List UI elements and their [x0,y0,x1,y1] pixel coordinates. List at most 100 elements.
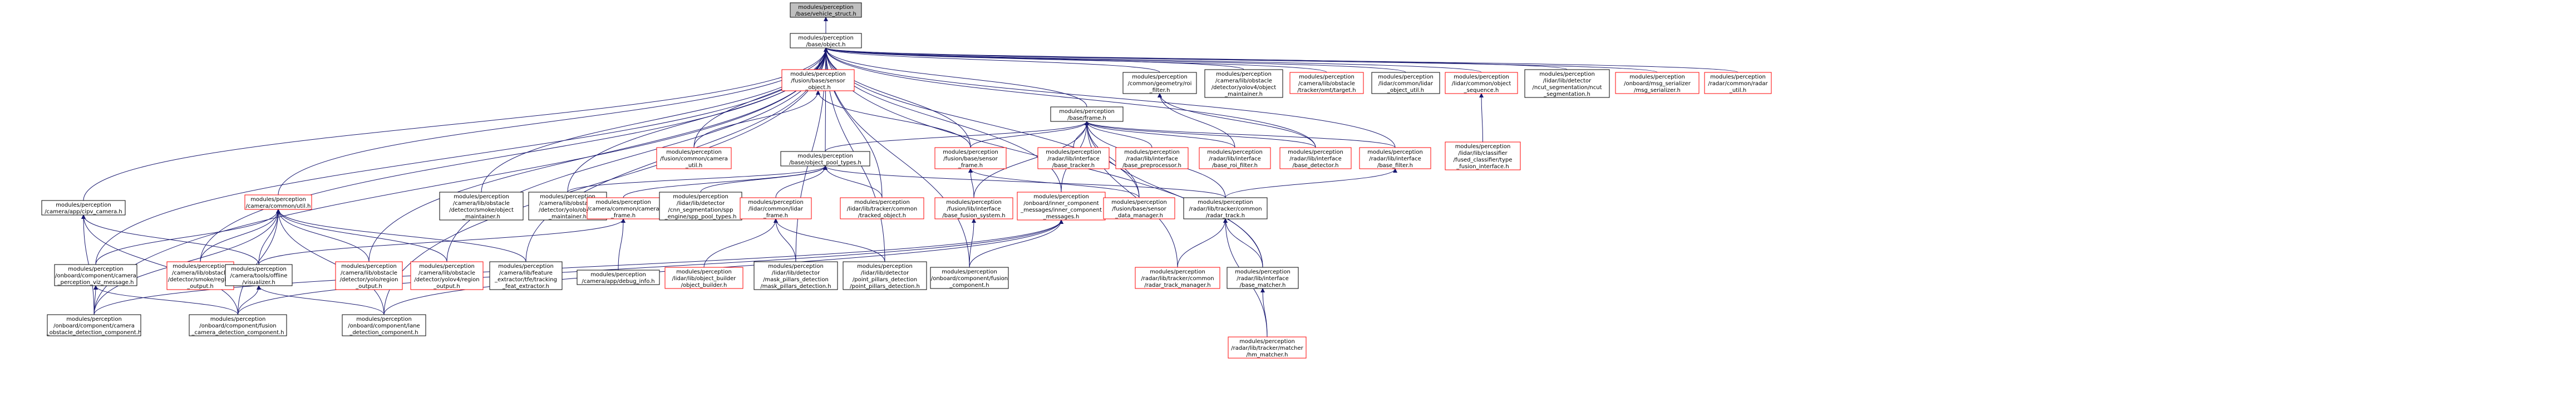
node-cam_common_util[interactable]: modules/perception/camera/common/util.h [244,194,312,210]
edge-perception_viz_msg-to-object_h [95,47,828,265]
node-label-line: _object_util.h [1387,87,1424,94]
node-radar_base_preprocessor[interactable]: modules/perception/radar/lib/interface/b… [1115,147,1189,169]
node-lidar_cnn_seg_types[interactable]: modules/perception/lidar/lib/detector/cn… [659,192,742,221]
node-label-line: /camera/common/util.h [246,203,311,209]
node-label-line: /detector/smoke/object [449,207,514,213]
node-label-line: /base_detector.h [1292,163,1338,169]
node-lidar_mask_pillars[interactable]: modules/perception/lidar/lib/detector/ma… [753,261,838,290]
edge-cam_obstacle_component-to-inner_component_msgs [93,219,1063,315]
edge-fusion_cam_util-to-object_h [693,47,828,148]
node-box [225,264,293,286]
node-label-line: modules/perception [768,263,824,270]
node-box [843,261,927,290]
node-inner_component_msgs[interactable]: modules/perception/onboard/inner_compone… [1017,192,1106,221]
node-radar_track_h[interactable]: modules/perception/radar/lib/tracker/com… [1183,197,1268,219]
node-label-line: modules/perception [1539,71,1595,77]
node-lidar_common_frame[interactable]: modules/perception/lidar/common/lidar_fr… [740,197,812,219]
edge-cam_yolov4_region_output-to-cam_common_util [276,209,447,262]
node-cam_yolov4_maintainer[interactable]: modules/perception/camera/lib/obstacle/d… [1204,69,1283,98]
node-label-line: _frame.h [958,163,983,169]
node-cam_smoke_maintainer[interactable]: modules/perception/camera/lib/obstacle/d… [439,192,524,221]
node-label-line: /camera/lib/obstacle [418,270,475,276]
node-fusion_cam_util[interactable]: modules/perception/fusion/common/camera_… [656,147,732,169]
node-frame_h[interactable]: modules/perception/base/frame.h [1050,106,1124,122]
node-box [934,147,1007,169]
edge-fusion_camera_component-to-cam_visualizer [238,285,261,315]
node-geom_roi_filter[interactable]: modules/perception/common/geometry/roi_f… [1122,72,1197,94]
node-cam_common_frame[interactable]: modules/perception/camera/common/camera_… [587,197,660,219]
node-lidar_point_pillars[interactable]: modules/perception/lidar/lib/detector/po… [843,261,927,290]
node-label-line: modules/perception [798,35,854,41]
edge-fusion_sensor_frame-to-frame_h [970,121,1089,148]
node-object_pool_types[interactable]: modules/perception/base/object_pool_type… [780,151,870,167]
node-label-line: modules/perception [676,269,732,275]
node-box [439,192,524,221]
node-cam_debug_info[interactable]: modules/perception/camera/app/debug_info… [577,270,660,285]
node-fusion_sensor_frame[interactable]: modules/perception/fusion/base/sensor_fr… [934,147,1007,169]
node-lidar_object_builder[interactable]: modules/perception/lidar/lib/object_buil… [664,267,743,289]
node-cam_smoke_region_output[interactable]: modules/perception/camera/lib/obstacle/d… [166,261,234,290]
node-cam_visualizer[interactable]: modules/perception/camera/tools/offline/… [225,264,293,286]
edge-cam_visualizer-to-cam_common_util [258,209,280,265]
node-label-line: _fusion_interface.h [1456,164,1509,170]
node-box [781,69,855,91]
node-radar_base_tracker[interactable]: modules/perception/radar/lib/interface/b… [1037,147,1110,169]
node-label-line: modules/perception [1124,149,1180,155]
node-label-line: _frame.h [610,213,636,219]
node-label-line: /radar/lib/interface [1209,156,1260,162]
node-cam_app_cipv[interactable]: modules/perception/camera/app/cipv_camer… [41,200,126,216]
node-lidar_object_util[interactable]: modules/perception/lidar/common/lidar_ob… [1371,72,1440,94]
node-label-line: /ncut_segmentation/ncut [1532,85,1602,91]
node-box [740,197,812,219]
node-fusion_sensor_object[interactable]: modules/perception/fusion/base/sensor_ob… [781,69,855,91]
edge-cam_smoke_region_output-to-object_h [200,47,828,262]
node-label-line: modules/perception [666,149,722,155]
edge-lidar_common_frame-to-object_pool_types [775,165,828,198]
node-label-line: modules/perception [1378,74,1434,80]
node-label-line: modules/perception [946,199,1002,206]
node-label-line: modules/perception [1455,144,1511,150]
node-box [659,192,742,221]
node-label-line: /camera/tools/offline [230,273,287,279]
node-radar_base_roi_filter[interactable]: modules/perception/radar/lib/interface/b… [1199,147,1271,169]
node-msg_serializer[interactable]: modules/perception/onboard/msg_serialize… [1615,72,1700,94]
node-cam_feature_extractor[interactable]: modules/perception/camera/lib/feature_ex… [489,261,563,290]
node-root[interactable]: modules/perception/base/vehicle_struct.h [790,2,862,18]
node-lane_component[interactable]: modules/perception/onboard/component/lan… [342,314,426,336]
node-perception_viz_msg[interactable]: modules/perception/onboard/component/cam… [54,264,137,286]
node-radar_hm_matcher[interactable]: modules/perception/radar/lib/tracker/mat… [1228,336,1307,359]
node-label-line: /lidar/lib/detector [772,270,820,276]
node-radar_base_filter[interactable]: modules/perception/radar/lib/interface/b… [1359,147,1431,169]
node-lidar_ncut_seg[interactable]: modules/perception/lidar/lib/detector/nc… [1524,69,1610,98]
node-radar_util[interactable]: modules/perception/radar/common/radar_ut… [1704,72,1772,94]
node-cam_obstacle_component[interactable]: modules/perception/onboard/component/cam… [46,314,141,336]
node-box [166,261,234,290]
node-label-line: modules/perception [1629,74,1685,80]
node-fusion_sensor_data_mgr[interactable]: modules/perception/fusion/base/sensor_da… [1103,197,1175,219]
node-cam_omt_target[interactable]: modules/perception/camera/lib/obstacle/t… [1289,72,1364,94]
node-fusion_camera_component[interactable]: modules/perception/onboard/component/fus… [189,314,287,336]
node-label-line: /onboard/component/camera [55,273,136,279]
node-object_h[interactable]: modules/perception/base/object.h [790,33,862,48]
node-label-line: /detector/yolov4/region [414,277,479,283]
node-lidar_fused_classifier[interactable]: modules/perception/lidar/lib/classifier/… [1445,141,1521,170]
node-box [244,194,312,210]
edge-fusion_camera_component-to-cam_common_util [238,209,280,315]
node-cam_yolov4_region_output[interactable]: modules/perception/camera/lib/obstacle/d… [410,261,484,290]
node-label-line: modules/perception [1710,74,1766,80]
node-label-line: /camera/lib/feature [499,270,553,276]
node-lidar_tracked_object[interactable]: modules/perception/lidar/lib/tracker/com… [840,197,924,219]
node-label-line: /fusion/base/sensor [1112,206,1166,212]
node-label-line: _object.h [805,85,830,91]
node-cam_yolo_region_output[interactable]: modules/perception/camera/lib/obstacle/d… [335,261,403,290]
node-fusion_component[interactable]: modules/perception/onboard/component/fus… [930,267,1009,289]
node-radar_base_detector[interactable]: modules/perception/radar/lib/interface/b… [1279,147,1352,169]
node-label-line: /mask_pillars_detection [763,277,829,283]
node-lidar_object_sequence[interactable]: modules/perception/lidar/common/object_s… [1445,72,1518,94]
node-radar_base_matcher[interactable]: modules/perception/radar/lib/interface/b… [1227,267,1299,289]
node-label-line: _messages.h [1043,214,1080,220]
node-fusion_base_system[interactable]: modules/perception/fusion/lib/interface/… [934,197,1013,219]
node-radar_track_manager[interactable]: modules/perception/radar/lib/tracker/com… [1135,267,1220,289]
node-label-line: modules/perception [1288,149,1343,155]
nodes-layer: modules/perception/base/vehicle_struct.h… [41,2,1772,359]
